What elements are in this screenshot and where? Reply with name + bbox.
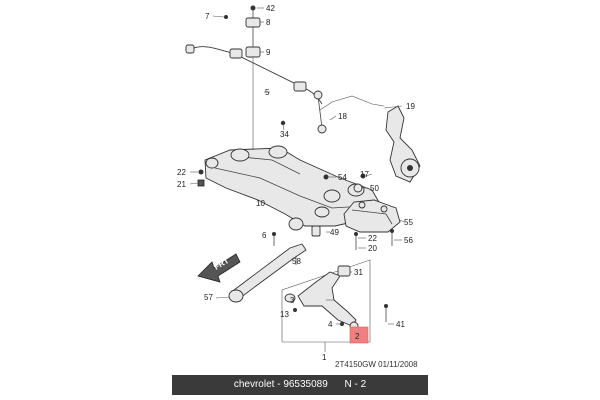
control-arm-box bbox=[281, 259, 371, 352]
footer-bar: chevrolet - 96535089 N - 2 bbox=[172, 375, 428, 395]
callout-54: 54 bbox=[338, 173, 347, 182]
callout-4: 4 bbox=[328, 320, 333, 329]
callout-57: 57 bbox=[204, 293, 213, 302]
hardware-bolts bbox=[197, 169, 394, 265]
callout-19: 19 bbox=[406, 102, 415, 111]
callout-10: 10 bbox=[256, 199, 265, 208]
callout-49: 49 bbox=[330, 228, 339, 237]
drawing-code: 2T4150GW 01/11/2008 bbox=[335, 360, 418, 369]
highlighted-part-marker bbox=[349, 326, 369, 344]
callout-7: 7 bbox=[205, 12, 210, 21]
footer-brand: chevrolet bbox=[233, 379, 275, 390]
callout-21: 21 bbox=[177, 180, 186, 189]
front-crossmember bbox=[204, 145, 381, 237]
callout-5: 5 bbox=[265, 88, 270, 97]
lower-control-arm bbox=[284, 265, 388, 331]
callout-56: 56 bbox=[404, 236, 413, 245]
callout-9: 9 bbox=[266, 48, 271, 57]
callout-55: 55 bbox=[404, 218, 413, 227]
callout-17: 17 bbox=[360, 170, 369, 179]
front-direction-arrow: FRT bbox=[197, 253, 241, 283]
callout-34: 34 bbox=[280, 130, 289, 139]
strut-rod bbox=[228, 243, 307, 303]
footer-part-number: 96535089 bbox=[283, 379, 328, 390]
callout-50: 50 bbox=[370, 184, 379, 193]
callout-22-upper: 22 bbox=[177, 168, 186, 177]
leader-lines bbox=[189, 7, 405, 325]
suspension-parts-diagram: FRT 42 7 8 9 5 19 34 bbox=[177, 4, 421, 369]
callout-22-lower: 22 bbox=[368, 234, 377, 243]
callout-1: 1 bbox=[322, 353, 327, 362]
callout-18: 18 bbox=[338, 112, 347, 121]
footer-position: N - 2 bbox=[344, 379, 367, 390]
callout-20: 20 bbox=[368, 244, 377, 253]
callout-8: 8 bbox=[266, 18, 271, 27]
callout-13: 13 bbox=[280, 310, 289, 319]
callout-58: 58 bbox=[292, 257, 301, 266]
callout-3: 3 bbox=[290, 296, 295, 305]
stabilizer-bracket-hardware bbox=[224, 5, 286, 126]
callout-6: 6 bbox=[262, 231, 267, 240]
stabilizer-link bbox=[313, 90, 327, 134]
callout-42: 42 bbox=[266, 4, 275, 13]
splash-shield bbox=[343, 199, 401, 233]
steering-knuckle bbox=[383, 105, 421, 183]
callout-labels: 42 7 8 9 5 19 34 18 22 21 54 17 50 10 55… bbox=[177, 4, 415, 362]
callout-2: 2 bbox=[355, 332, 360, 341]
callout-31: 31 bbox=[354, 268, 363, 277]
callout-41: 41 bbox=[396, 320, 405, 329]
